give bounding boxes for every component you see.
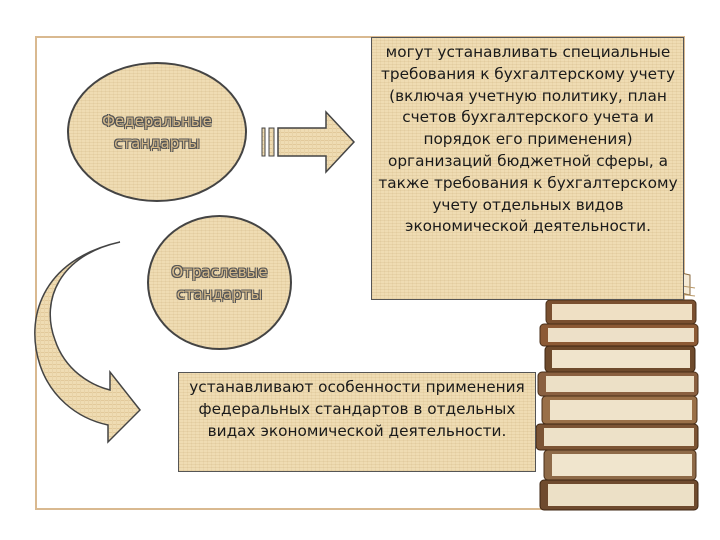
bottom-note-text: устанавливают особенности применения фед… — [189, 378, 525, 440]
branch-standards-label: Отраслевые стандарты — [171, 262, 268, 303]
right-arrow-icon — [261, 110, 356, 174]
bottom-note-box — [178, 372, 536, 472]
curved-arrow-icon — [34, 241, 142, 444]
federal-standards-node: Федеральные стандарты — [67, 62, 247, 202]
top-note-box — [371, 37, 684, 300]
branch-standards-node: Отраслевые стандарты — [147, 215, 292, 350]
slide-frame — [35, 36, 685, 510]
books-illustration-icon — [535, 268, 699, 511]
federal-standards-label: Федеральные стандарты — [102, 112, 212, 152]
top-note-text: могут устанавливать специальные требован… — [378, 43, 678, 236]
